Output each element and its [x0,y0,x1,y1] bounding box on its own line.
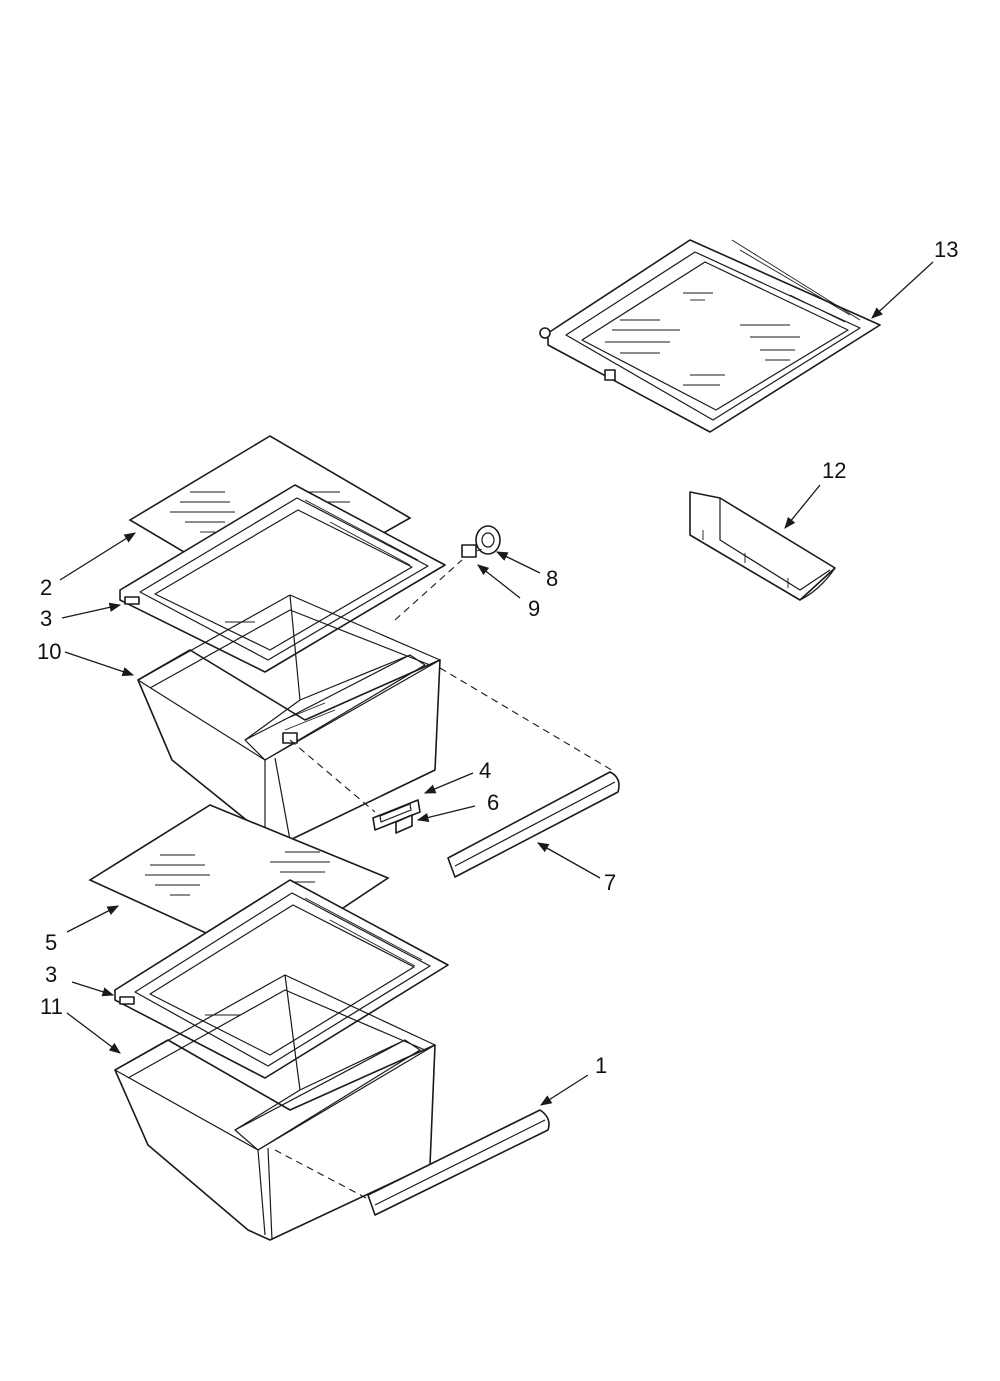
part-10-upper-crisper-drawer [137,594,441,841]
part-6-clip [395,814,413,834]
callout-12: 12 [822,458,846,483]
glass-reflection-marks [605,292,800,386]
callout-labels: 13 12 2 3 10 8 9 4 6 7 5 3 11 1 [37,237,958,1078]
callout-leaders [59,261,934,1106]
part-7-front-trim [447,771,620,878]
callout-6: 6 [487,790,499,815]
part-9-screw [461,544,483,558]
callout-11: 11 [40,994,63,1019]
part-12-shelf-bracket [689,491,836,601]
part-8-roller [475,525,501,555]
callout-9: 9 [528,596,540,621]
callout-4: 4 [479,758,491,783]
callout-13: 13 [934,237,958,262]
callout-2: 2 [40,575,52,600]
part-4-slide-cover [372,799,421,831]
callout-8: 8 [546,566,558,591]
callout-5: 5 [45,930,57,955]
part-13-glass-shelf [539,239,881,433]
assembly-lines [274,559,616,1201]
callout-3-lower: 3 [45,962,57,987]
callout-1: 1 [595,1053,607,1078]
part-1-front-trim [367,1109,550,1216]
part-3-lower-crisper-frame [114,879,449,1079]
callout-10: 10 [37,639,61,664]
part-3-upper-crisper-frame [119,484,446,673]
callout-3-upper: 3 [40,606,52,631]
glass-reflection-marks [145,851,330,896]
callout-7: 7 [604,870,616,895]
